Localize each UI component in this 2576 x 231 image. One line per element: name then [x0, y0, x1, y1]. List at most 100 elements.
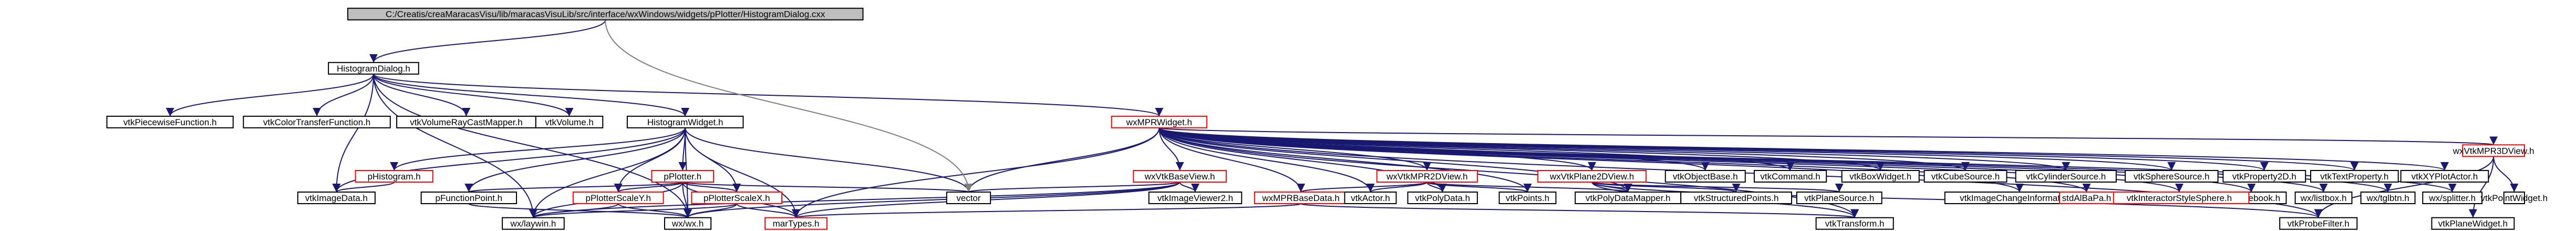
node-box — [1111, 115, 1208, 128]
node-wxVtkBaseView[interactable]: wxVtkBaseView.h — [1133, 169, 1227, 183]
edge-root-to-HistogramDialog — [369, 19, 606, 63]
node-HistogramDialog[interactable]: HistogramDialog.h — [328, 62, 419, 75]
node-box — [2310, 169, 2399, 183]
node-pPlotter[interactable]: pPlotter.h — [651, 169, 715, 183]
node-vtkActor[interactable]: vtkActor.h — [1344, 192, 1397, 205]
node-vtkImageChangeInformation[interactable]: vtkImageChangeInformation.h — [1944, 192, 2095, 205]
node-label: vtkPointWidget.h — [2481, 193, 2548, 203]
node-box — [2462, 144, 2525, 157]
node-vtkPolyDataMapper[interactable]: vtkPolyDataMapper.h — [1575, 192, 1682, 205]
node-label: vtkInteractorStyleSphere.h — [2127, 193, 2232, 203]
node-vtkBoxWidget[interactable]: vtkBoxWidget.h — [1841, 169, 1920, 183]
node-box — [2360, 192, 2416, 205]
node-wxWx[interactable]: wx/wx.h — [664, 217, 712, 230]
node-vtkPoints[interactable]: vtkPoints.h — [1498, 192, 1557, 205]
node-wxVtkMPR2DView[interactable]: wxVtkMPR2DView.h — [1376, 169, 1478, 183]
edge-wxMPRWidget-to-wxMPRBaseData — [1158, 127, 1305, 193]
node-label: wx/wx.h — [671, 219, 704, 229]
node-vtkPointWidget[interactable]: vtkPointWidget.h — [2481, 192, 2548, 205]
node-label: HistogramDialog.h — [337, 64, 410, 74]
edge-HistogramDialog-to-pVolume — [373, 74, 574, 117]
edge-wxVtkMPR2DView-to-vtkActor — [1366, 182, 1428, 193]
node-label: C:/Creatis/creaMaracasVisu/lib/maracasVi… — [386, 9, 825, 19]
node-wxLayout[interactable]: wx/laywin.h — [502, 217, 565, 230]
edge-wxVtkBaseView-to-wxWx — [684, 182, 1181, 218]
node-vtkProbeFilter[interactable]: vtkProbeFilter.h — [2279, 217, 2358, 230]
node-vtkTextProperty[interactable]: vtkTextProperty.h — [2310, 169, 2399, 183]
node-vtkObjectBase[interactable]: vtkObjectBase.h — [1664, 169, 1746, 183]
node-box — [2222, 169, 2306, 183]
node-label: vtkPlaneSource.h — [1804, 193, 1874, 203]
node-pPlotterScaleX[interactable]: pPlotterScaleX.h — [691, 192, 783, 205]
node-pPlotterScaleY[interactable]: pPlotterScaleY.h — [572, 192, 664, 205]
edge-wxMPRWidget-to-marTypes — [792, 127, 1160, 218]
node-box — [1664, 169, 1746, 183]
edge-wxMPRWidget-to-wxVtkBaseView — [1158, 127, 1184, 170]
node-box — [2015, 169, 2117, 183]
node-label: vtkCommand.h — [1760, 172, 1820, 182]
node-pVolumeRayCast[interactable]: vtkVolumeRayCastMapper.h — [396, 115, 536, 128]
node-vtkCubeSource[interactable]: vtkCubeSource.h — [1923, 169, 2008, 183]
node-vtkCylinderSource[interactable]: vtkCylinderSource.h — [2015, 169, 2117, 183]
node-label: wx/splitter.h — [2428, 193, 2476, 203]
node-label: pPlotterScaleY.h — [586, 193, 651, 203]
node-label: wxVtkMPR2DView.h — [1386, 172, 1468, 182]
node-wxVtkMPR3DView[interactable]: wxVtkMPR3DView.h — [2453, 144, 2534, 157]
node-pVolume[interactable]: vtkVolume.h — [535, 115, 604, 128]
node-label: vtkTransform.h — [1825, 219, 1885, 229]
node-pFunctionPoint[interactable]: pFunctionPoint.h — [420, 192, 518, 205]
node-vtkPolyData[interactable]: vtkPolyData.h — [1407, 192, 1478, 205]
node-wxListbox[interactable]: wx/listbox.h — [2294, 192, 2353, 205]
node-vtkCommand[interactable]: vtkCommand.h — [1753, 169, 1827, 183]
node-wxMPRBaseData[interactable]: wxMPRBaseData.h — [1254, 192, 1348, 205]
node-pPiecewiseFunction[interactable]: vtkPiecewiseFunction.h — [106, 115, 234, 128]
node-label: HistogramWidget.h — [647, 117, 723, 127]
node-wxTglbtn[interactable]: wx/tglbtn.h — [2360, 192, 2416, 205]
node-box — [2400, 169, 2489, 183]
edge-root-to-vector — [605, 19, 973, 193]
node-stdAlBaPa[interactable]: stdAlBaPa.h — [2058, 192, 2114, 205]
node-marTypes[interactable]: marTypes.h — [764, 217, 827, 230]
node-box — [420, 192, 518, 205]
node-label: vtkPlaneWidget.h — [2438, 219, 2508, 229]
node-vtkProperty2D[interactable]: vtkProperty2D.h — [2222, 169, 2306, 183]
edge-wxVtkMPR2DView-to-vtkPoints — [1426, 182, 1532, 193]
node-vtkSphereSource[interactable]: vtkSphereSource.h — [2124, 169, 2219, 183]
node-label: vtkImageData.h — [305, 193, 368, 203]
node-vtkStructuredPoints[interactable]: vtkStructuredPoints.h — [1680, 192, 1793, 205]
node-vector[interactable]: vector — [946, 192, 991, 205]
node-label: stdAlBaPa.h — [2062, 193, 2112, 203]
node-box — [2431, 217, 2515, 230]
node-box — [1148, 192, 1243, 205]
node-label: pPlotter.h — [664, 172, 701, 182]
node-box — [502, 217, 565, 230]
node-vtkXYPlotActor[interactable]: vtkXYPlotActor.h — [2400, 169, 2489, 183]
node-box — [2294, 192, 2353, 205]
node-root[interactable]: C:/Creatis/creaMaracasVisu/lib/maracasVi… — [347, 7, 864, 21]
node-box — [106, 115, 234, 128]
node-label: vtkProperty2D.h — [2232, 172, 2296, 182]
node-pColorTransfer[interactable]: vtkColorTransferFunction.h — [243, 115, 391, 128]
edge-HistogramWidget-to-pHistogram — [390, 127, 686, 171]
node-wxSplitter[interactable]: wx/splitter.h — [2422, 192, 2483, 205]
node-wxVtkPlane2DView[interactable]: wxVtkPlane2DView.h — [1537, 169, 1647, 183]
node-vtkPlaneSource[interactable]: vtkPlaneSource.h — [1796, 192, 1882, 205]
node-label: wx/listbox.h — [2300, 193, 2347, 203]
node-label: wx/tglbtn.h — [2366, 193, 2409, 203]
nodes-layer: C:/Creatis/creaMaracasVisu/lib/maracasVi… — [106, 7, 2548, 230]
node-box — [2422, 192, 2483, 205]
node-label: vtkPoints.h — [1506, 193, 1549, 203]
node-vtkPlaneWidget[interactable]: vtkPlaneWidget.h — [2431, 217, 2515, 230]
node-label: vtkPolyDataMapper.h — [1586, 193, 1671, 203]
node-label: vtkPiecewiseFunction.h — [123, 117, 217, 127]
node-wxMPRWidget[interactable]: wxMPRWidget.h — [1111, 115, 1208, 128]
node-vtkInteractorStyleSphere[interactable]: vtkInteractorStyleSphere.h — [2109, 192, 2250, 205]
edge-wxVtkPlane2DView-to-vtkPlaneSource — [1591, 182, 1843, 193]
node-HistogramWidget[interactable]: HistogramWidget.h — [626, 115, 744, 128]
node-vtkTransform[interactable]: vtkTransform.h — [1815, 217, 1894, 230]
node-label: vtkImageChangeInformation.h — [1960, 193, 2080, 203]
node-vtkImageData[interactable]: vtkImageData.h — [297, 192, 376, 205]
edge-wxMPRWidget-to-vtkActor — [1158, 127, 1375, 193]
node-vtkImageViewer2[interactable]: vtkImageViewer2.h — [1148, 192, 1243, 205]
node-pHistogram[interactable]: pHistogram.h — [355, 169, 433, 183]
